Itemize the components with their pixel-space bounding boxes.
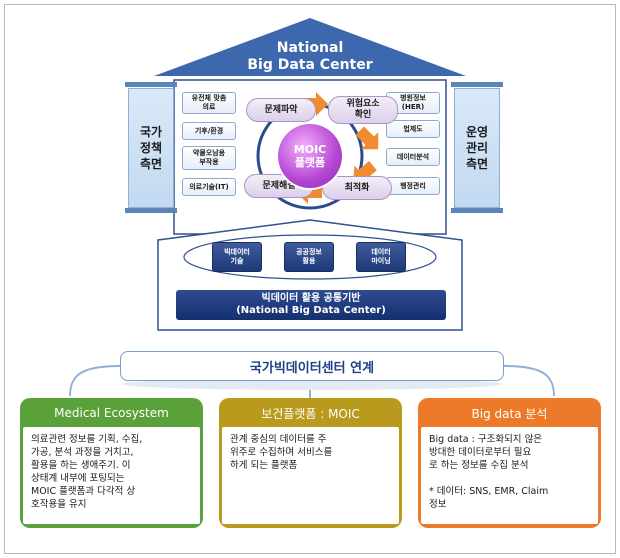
left-box-medical-it-line1: 의료기술(IT) bbox=[189, 182, 229, 191]
pill-identify-problem: 문제파악 bbox=[246, 98, 316, 122]
panel-medical-body: 의료관련 정보를 기획, 수집, 가공, 분석 과정을 거치고, 활용을 하는 … bbox=[23, 427, 200, 524]
right-pillar-operation: 운영 관리 측면 bbox=[454, 88, 500, 208]
banner-shadow bbox=[122, 378, 502, 390]
right-box-legal: 법제도 bbox=[386, 120, 440, 138]
right-pillar-line3: 측면 bbox=[465, 157, 489, 171]
banner-connector-right bbox=[503, 365, 555, 397]
right-box-hospital-line1: 병원정보 bbox=[400, 94, 426, 102]
tech-data-mining-line2: 마이닝 bbox=[371, 257, 391, 265]
left-box-drug-line1: 약물오남용 bbox=[192, 149, 226, 157]
left-box-drug-line2: 부작용 bbox=[199, 158, 219, 166]
tech-bigdata-line1: 빅데이터 bbox=[224, 248, 250, 256]
left-box-climate-line1: 기후/환경 bbox=[194, 126, 224, 135]
roof-title-line1: National bbox=[276, 40, 344, 56]
moic-line1: MOIC bbox=[293, 143, 327, 156]
right-box-admin: 행정관리 bbox=[386, 177, 440, 195]
tech-data-mining-line1: 데이터 bbox=[371, 248, 391, 256]
infra-line1: 빅데이터 활용 공통기반 bbox=[261, 293, 361, 304]
pill-optimize-label: 최적화 bbox=[344, 182, 370, 193]
moic-line2: 플랫폼 bbox=[294, 156, 326, 169]
pill-identify-problem-label: 문제파악 bbox=[264, 104, 298, 115]
panel-bigdata-analysis: Big data 분석 Big data : 구조화되지 않은 방대한 데이터로… bbox=[418, 398, 601, 528]
right-box-legal-line1: 법제도 bbox=[403, 124, 423, 133]
panel-medical-title: Medical Ecosystem bbox=[54, 406, 169, 420]
tech-data-mining: 데이터 마이닝 bbox=[356, 242, 406, 272]
right-box-admin-line1: 행정관리 bbox=[400, 181, 426, 190]
roof-shape bbox=[154, 18, 466, 76]
panel-bigdata-body: Big data : 구조화되지 않은 방대한 데이터로부터 필요 로 하는 정… bbox=[421, 427, 598, 524]
center-link-banner-text: 국가빅데이터센터 연계 bbox=[249, 360, 375, 376]
right-pillar-line1: 운영 bbox=[465, 125, 489, 139]
tech-public-info-line1: 공공정보 bbox=[296, 248, 322, 256]
common-infra-bar: 빅데이터 활용 공통기반 (National Big Data Center) bbox=[176, 290, 446, 320]
left-pillar-line2: 정책 bbox=[139, 141, 163, 155]
right-box-data-analysis: 데이터분석 bbox=[386, 148, 440, 166]
pill-solve-problem-label: 문제해결 bbox=[262, 180, 296, 191]
diagram-frame bbox=[4, 4, 616, 554]
pill-risk-check-line2: 확인 bbox=[354, 110, 372, 120]
right-pillar-line2: 관리 bbox=[465, 141, 489, 155]
left-pillar-line1: 국가 bbox=[139, 125, 163, 139]
roof-title-line2: Big Data Center bbox=[247, 57, 373, 73]
tech-bigdata-line2: 기술 bbox=[230, 257, 244, 265]
left-box-genome-line2: 의료 bbox=[202, 103, 216, 111]
tech-public-info: 공공정보 활용 bbox=[284, 242, 334, 272]
roof-title: National Big Data Center bbox=[230, 40, 390, 74]
left-box-medical-it: 의료기술(IT) bbox=[182, 178, 236, 196]
left-box-genome-line1: 유전체 맞춤 bbox=[191, 94, 227, 102]
right-box-data-analysis-line1: 데이터분석 bbox=[396, 152, 430, 161]
tech-bigdata: 빅데이터 기술 bbox=[212, 242, 262, 272]
left-box-climate: 기후/환경 bbox=[182, 122, 236, 140]
panel-medical-ecosystem: Medical Ecosystem 의료관련 정보를 기획, 수집, 가공, 분… bbox=[20, 398, 203, 528]
left-pillar-base bbox=[125, 208, 177, 213]
left-pillar-cap bbox=[125, 82, 177, 87]
left-box-genome: 유전체 맞춤 의료 bbox=[182, 92, 236, 114]
left-pillar-national-policy: 국가 정책 측면 bbox=[128, 88, 174, 208]
banner-connector-left bbox=[69, 365, 121, 397]
center-link-banner: 국가빅데이터센터 연계 bbox=[120, 351, 504, 381]
right-box-hospital-line2: (HER) bbox=[401, 103, 425, 111]
moic-platform-circle: MOIC 플랫폼 bbox=[278, 124, 342, 188]
right-pillar-base bbox=[451, 208, 503, 213]
panel-health-platform: 보건플랫폼 : MOIC 관계 중심의 데이터를 주 위주로 수집하며 서비스를… bbox=[219, 398, 402, 528]
pill-risk-check: 위험요소 확인 bbox=[328, 96, 398, 124]
panel-moic-body: 관계 중심의 데이터를 주 위주로 수집하며 서비스를 하게 되는 플랫폼 bbox=[222, 427, 399, 524]
infra-line2: (National Big Data Center) bbox=[236, 305, 386, 316]
tech-public-info-line2: 활용 bbox=[302, 257, 316, 265]
panel-moic-title: 보건플랫폼 : MOIC bbox=[261, 406, 360, 421]
pill-optimize: 최적화 bbox=[322, 176, 392, 200]
left-box-drug-abuse: 약물오남용 부작용 bbox=[182, 146, 236, 170]
arrow-right-icon bbox=[355, 126, 379, 150]
panel-bigdata-title: Big data 분석 bbox=[471, 406, 548, 421]
left-pillar-line3: 측면 bbox=[139, 157, 163, 171]
right-pillar-cap bbox=[451, 82, 503, 87]
pill-risk-check-line1: 위험요소 bbox=[346, 99, 380, 109]
